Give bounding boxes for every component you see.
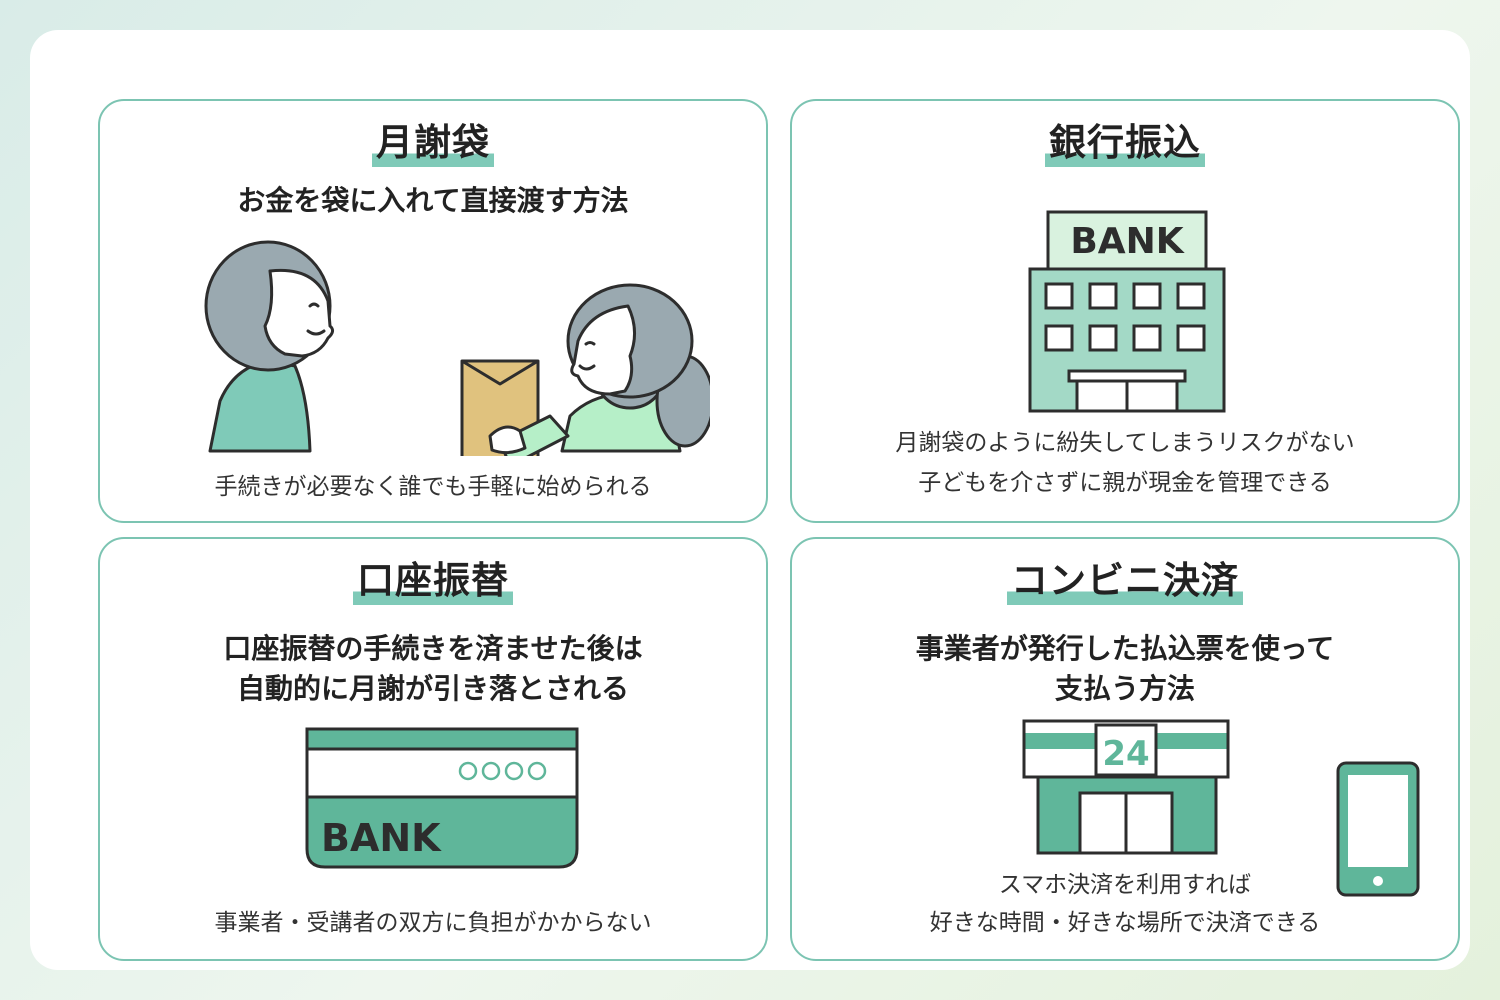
bank-sign-text: BANK bbox=[1070, 221, 1184, 262]
person-left-icon bbox=[204, 240, 335, 453]
convenience-store-icon: 24 bbox=[1022, 719, 1230, 855]
store-sign-text: 24 bbox=[1102, 734, 1149, 774]
card-note: 好きな時間・好きな場所で決済できる bbox=[929, 910, 1321, 936]
card-title: 月謝袋 bbox=[372, 119, 494, 167]
person-right-icon bbox=[488, 283, 710, 456]
card-title: コンビニ決済 bbox=[1007, 557, 1243, 605]
bank-building-icon: BANK bbox=[1028, 210, 1226, 413]
card-note: 月謝袋のように紛失してしまうリスクがない bbox=[895, 430, 1355, 456]
card-convenience-store: コンビニ決済 事業者が発行した払込票を使って 支払う方法 24 スマホ決済を利用… bbox=[790, 537, 1460, 961]
card-note: 手続きが必要なく誰でも手軽に始められる bbox=[214, 474, 652, 500]
card-account-transfer: 口座振替 口座振替の手続きを済ませた後は 自動的に月謝が引き落とされる BANK… bbox=[98, 537, 768, 961]
handing-envelope-illustration bbox=[204, 240, 710, 456]
card-label: BANK bbox=[321, 816, 442, 860]
card-bank-transfer: 銀行振込 BANK 月謝袋のように紛失してしまうリスクがない 子どもを介さずに親… bbox=[790, 99, 1460, 523]
card-number-dots-icon bbox=[458, 761, 547, 781]
bank-card-icon: BANK bbox=[305, 727, 579, 869]
card-title: 口座振替 bbox=[353, 557, 513, 605]
card-note: スマホ決済を利用すれば bbox=[998, 872, 1252, 898]
card-note: 子どもを介さずに親が現金を管理できる bbox=[918, 470, 1332, 496]
card-note: 事業者・受講者の双方に負担がかからない bbox=[214, 910, 652, 936]
infographic-sheet: 月謝袋 お金を袋に入れて直接渡す方法 bbox=[30, 30, 1470, 970]
card-title: 銀行振込 bbox=[1045, 119, 1205, 167]
smartphone-icon bbox=[1336, 761, 1420, 897]
card-subtitle-line: 支払う方法 bbox=[1054, 672, 1195, 705]
card-subtitle-line: 自動的に月謝が引き落とされる bbox=[236, 672, 629, 705]
card-subtitle-line: 口座振替の手続きを済ませた後は bbox=[223, 632, 643, 665]
card-subtitle-line: 事業者が発行した払込票を使って bbox=[915, 632, 1335, 665]
card-subtitle: お金を袋に入れて直接渡す方法 bbox=[237, 184, 629, 217]
card-monthly-envelope: 月謝袋 お金を袋に入れて直接渡す方法 bbox=[98, 99, 768, 523]
